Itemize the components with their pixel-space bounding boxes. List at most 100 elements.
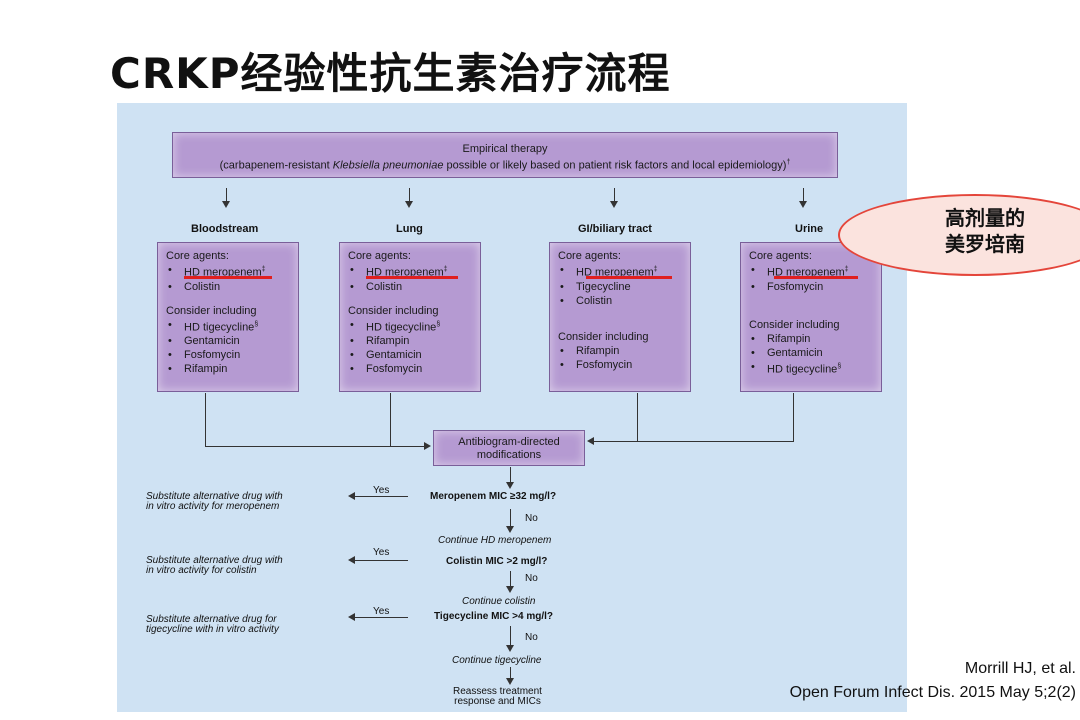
site-heading-urine: Urine xyxy=(795,223,824,235)
yes-label: Yes xyxy=(373,606,390,617)
connector xyxy=(803,188,804,202)
consider-agent: Rifampin xyxy=(558,344,682,358)
decision-question: Tigecycline MIC >4 mg/l? xyxy=(434,611,554,622)
arrow-down-icon xyxy=(506,645,514,652)
site-box-bloodstream: Core agents: HD meropenem‡ Colistin Cons… xyxy=(157,242,299,392)
consider-agent: Fosfomycin xyxy=(166,348,290,362)
core-agent: Colistin xyxy=(166,280,290,294)
arrow-left-icon xyxy=(348,556,355,564)
site-heading-lung: Lung xyxy=(396,223,423,235)
connector xyxy=(390,393,391,447)
no-action: Continue colistin xyxy=(462,596,536,607)
decision-question: Colistin MIC >2 mg/l? xyxy=(446,556,548,567)
connector xyxy=(226,188,227,202)
arrow-down-icon xyxy=(405,201,413,208)
no-action: Continue HD meropenem xyxy=(438,535,552,546)
connector xyxy=(637,393,638,442)
arrow-down-icon xyxy=(506,586,514,593)
highlight-underline xyxy=(184,276,272,279)
connector xyxy=(354,496,408,497)
empirical-line2: (carbapenem-resistant Klebsiella pneumon… xyxy=(219,159,791,172)
arrow-down-icon xyxy=(222,201,230,208)
consider-agent: HD tigecycline§ xyxy=(348,318,472,335)
empirical-therapy-box: Empirical therapy (carbapenem-resistant … xyxy=(172,132,838,178)
arrow-down-icon xyxy=(506,526,514,533)
slide-title: CRKP经验性抗生素治疗流程 xyxy=(110,49,671,98)
connector xyxy=(510,467,511,483)
arrow-left-icon xyxy=(587,437,594,445)
connector xyxy=(354,560,408,561)
arrow-left-icon xyxy=(348,492,355,500)
yes-label: Yes xyxy=(373,485,390,496)
core-agent: HD meropenem‡ xyxy=(558,263,682,280)
core-agent: HD meropenem‡ xyxy=(166,263,290,280)
highlight-underline xyxy=(366,276,458,279)
connector xyxy=(205,446,425,447)
site-box-lung: Core agents: HD meropenem‡ Colistin Cons… xyxy=(339,242,481,392)
consider-agent: HD tigecycline§ xyxy=(749,360,873,377)
core-agent: Colistin xyxy=(348,280,472,294)
consider-agent: Rifampin xyxy=(348,334,472,348)
connector xyxy=(205,393,206,447)
consider-agent: HD tigecycline§ xyxy=(166,318,290,335)
antibiogram-box: Antibiogram-directed modifications xyxy=(433,430,585,466)
connector xyxy=(409,188,410,202)
empirical-line1: Empirical therapy xyxy=(462,143,548,155)
arrow-down-icon xyxy=(506,482,514,489)
connector xyxy=(637,441,794,442)
citation-journal: Open Forum Infect Dis. 2015 May 5;2(2) xyxy=(789,684,1076,701)
connector xyxy=(594,441,638,442)
connector xyxy=(510,626,511,646)
no-label: No xyxy=(525,513,538,524)
consider-agent: Gentamicin xyxy=(166,334,290,348)
arrow-right-icon xyxy=(424,442,431,450)
core-agent: Fosfomycin xyxy=(749,280,873,294)
callout-text: 高剂量的美罗培南 xyxy=(945,206,1025,256)
connector xyxy=(614,188,615,202)
core-label: Core agents: xyxy=(749,250,812,262)
consider-agent: Fosfomycin xyxy=(558,358,682,372)
site-box-gi-biliary: Core agents: HD meropenem‡ Tigecycline C… xyxy=(549,242,691,392)
highlight-underline xyxy=(586,276,672,279)
core-agent: HD meropenem‡ xyxy=(749,263,873,280)
arrow-left-icon xyxy=(348,613,355,621)
no-action: Continue tigecycline xyxy=(452,655,542,666)
core-label: Core agents: xyxy=(166,250,229,262)
antibiogram-line2: modifications xyxy=(476,449,542,461)
consider-label: Consider including xyxy=(166,304,257,317)
highlight-underline xyxy=(774,276,858,279)
consider-agent: Gentamicin xyxy=(749,346,873,360)
connector xyxy=(793,393,794,442)
core-agent: HD meropenem‡ xyxy=(348,263,472,280)
site-box-urine: Core agents: HD meropenem‡ Fosfomycin Co… xyxy=(740,242,882,392)
no-label: No xyxy=(525,632,538,643)
connector xyxy=(510,667,511,679)
consider-label: Consider including xyxy=(749,318,840,331)
connector xyxy=(510,571,511,587)
consider-agent: Rifampin xyxy=(166,362,290,376)
core-label: Core agents: xyxy=(348,250,411,262)
callout-oval xyxy=(838,194,1080,276)
arrow-down-icon xyxy=(506,678,514,685)
antibiogram-line1: Antibiogram-directed xyxy=(458,436,560,448)
arrow-down-icon xyxy=(610,201,618,208)
consider-label: Consider including xyxy=(558,330,649,343)
connector xyxy=(354,617,408,618)
site-heading-bloodstream: Bloodstream xyxy=(191,223,259,235)
connector xyxy=(510,509,511,527)
site-heading-gi-biliary: GI/biliary tract xyxy=(578,223,652,235)
flowchart-panel xyxy=(117,103,907,712)
citation-authors: Morrill HJ, et al. xyxy=(964,660,1076,677)
consider-agent: Fosfomycin xyxy=(348,362,472,376)
yes-label: Yes xyxy=(373,547,390,558)
core-agent: Tigecycline xyxy=(558,280,682,294)
no-label: No xyxy=(525,573,538,584)
consider-agent: Rifampin xyxy=(749,332,873,346)
consider-label: Consider including xyxy=(348,304,439,317)
core-label: Core agents: xyxy=(558,250,621,262)
consider-agent: Gentamicin xyxy=(348,348,472,362)
decision-question: Meropenem MIC ≥32 mg/l? xyxy=(430,491,557,502)
